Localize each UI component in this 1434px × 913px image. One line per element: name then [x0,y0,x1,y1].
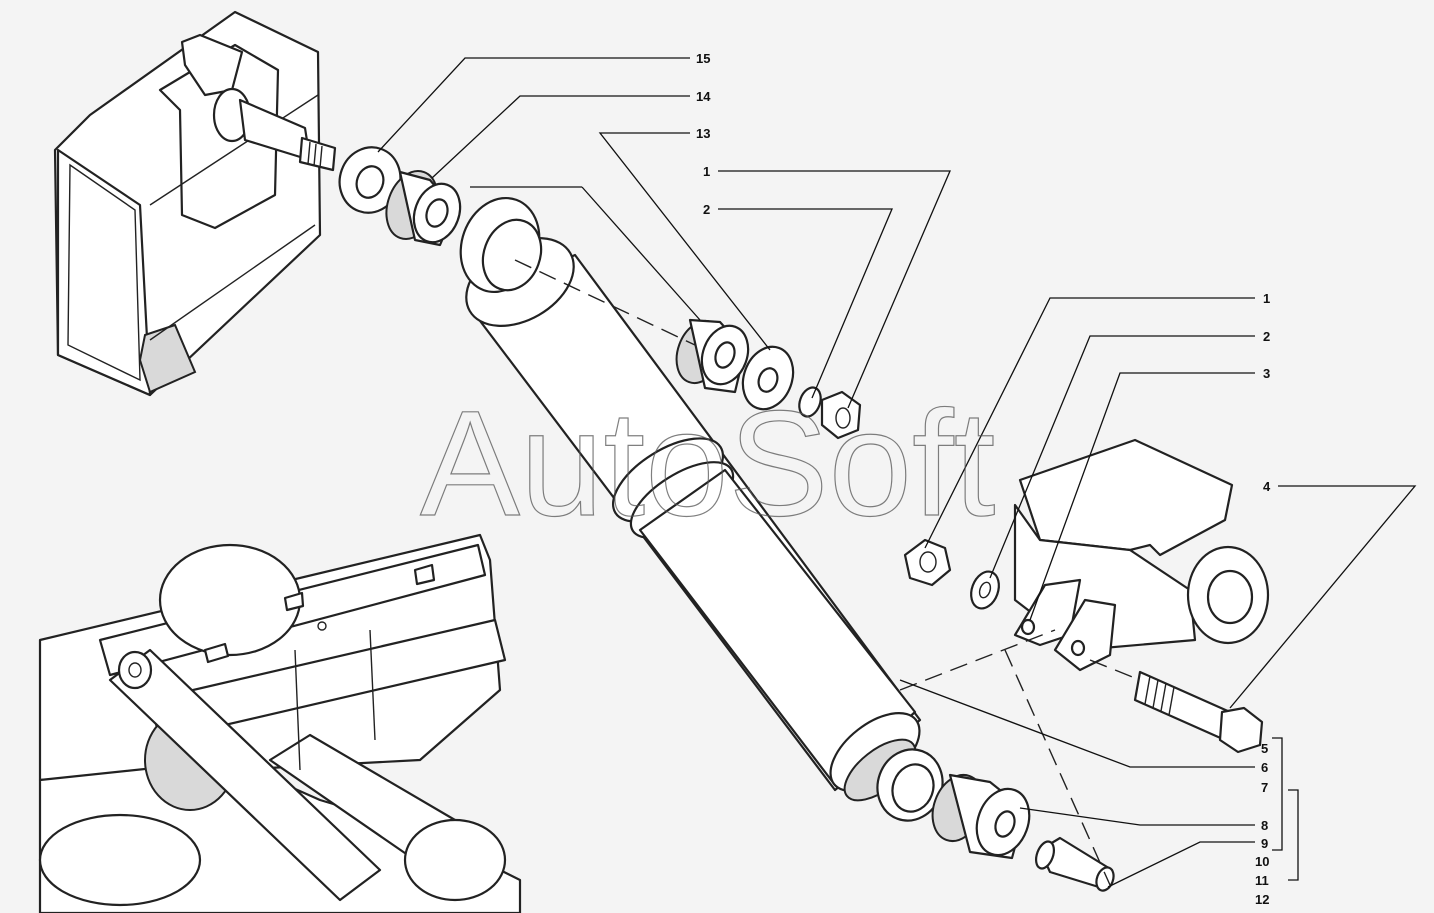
callout-13: 13 [696,126,710,141]
callout-8: 8 [1261,818,1268,833]
callout-14: 14 [696,89,711,104]
callout-1-right: 1 [1263,291,1270,306]
callout-15: 15 [696,51,710,66]
callout-9: 9 [1261,836,1268,851]
callout-labels: 15 14 13 1 2 1 2 3 4 5 6 7 8 9 10 11 12 [696,51,1271,907]
lower-nut [903,538,952,587]
upper-stud [212,87,337,172]
upper-washer [741,345,795,411]
callout-12: 12 [1255,892,1269,907]
watermark: AutoSoft [420,379,995,547]
callout-5: 5 [1261,741,1268,756]
lower-rubber-bushing [931,773,1031,860]
callout-6: 6 [1261,760,1268,775]
shock-absorber [459,196,944,822]
lower-bolt [1133,670,1264,754]
assembly-dashed-lines [514,259,1141,886]
callout-2-top: 2 [703,202,710,217]
upper-mounting-bracket [53,10,322,397]
callout-1-top: 1 [703,164,710,179]
upper-lock-washer [798,386,822,418]
rubber-bushing-14 [385,170,462,247]
inset-axle-assembly [38,533,522,913]
callout-4: 4 [1263,479,1271,494]
callout-7: 7 [1261,780,1268,795]
callout-3: 3 [1263,366,1270,381]
lower-sleeve [1034,836,1115,892]
leader-lines [377,57,1417,888]
callout-11: 11 [1255,873,1269,888]
lower-lock-washer [970,570,1000,610]
lower-mounting-bracket [1013,438,1270,672]
callout-2-right: 2 [1263,329,1270,344]
upper-right-bushing [675,318,750,394]
callout-10: 10 [1255,854,1269,869]
